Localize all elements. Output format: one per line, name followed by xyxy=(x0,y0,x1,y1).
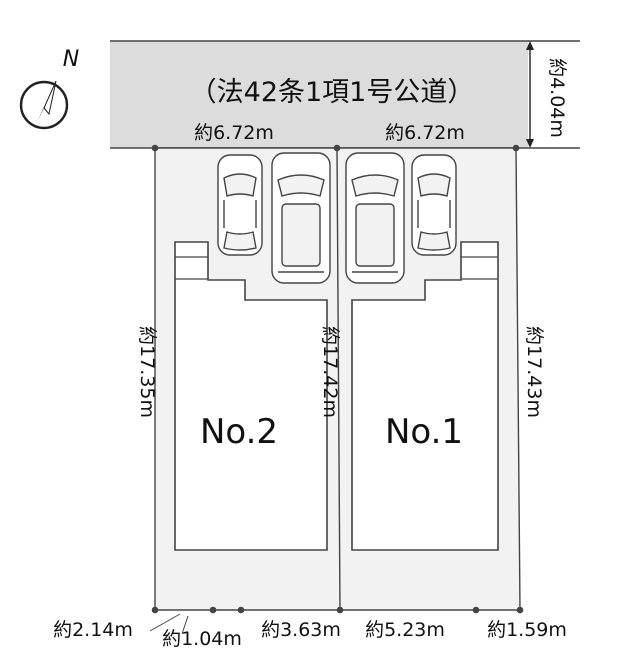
public-road xyxy=(110,41,528,148)
side-length-middle: 約17.42m xyxy=(319,326,341,418)
car-icon xyxy=(217,154,263,256)
rear-segment-label-4: 約5.23m xyxy=(365,619,445,641)
side-length-right: 約17.43m xyxy=(523,326,545,418)
rear-segment-label-5: 約1.59m xyxy=(487,619,567,641)
frontage-label-no2: 約6.72m xyxy=(194,122,274,144)
compass-north-letter: N xyxy=(63,47,79,72)
car-icon xyxy=(411,154,457,256)
boundary-marker xyxy=(333,144,341,152)
boundary-marker xyxy=(151,606,159,614)
boundary-marker xyxy=(151,144,159,152)
boundary-marker xyxy=(516,606,524,614)
road-width-arrow-top xyxy=(526,41,534,50)
rear-segment-label-2: 約1.04m xyxy=(162,628,242,650)
car-icon xyxy=(271,152,331,284)
compass-needle-half-icon xyxy=(43,80,57,116)
lot-label-no2: No.2 xyxy=(200,412,278,452)
north-compass: N xyxy=(19,47,79,130)
rear-segment-label-1: 約2.14m xyxy=(53,619,133,641)
boundary-marker xyxy=(336,606,344,614)
rear-segment-label-3: 約3.63m xyxy=(261,619,341,641)
compass-circle-icon xyxy=(19,80,69,130)
rear-leader-line xyxy=(181,615,189,635)
boundary-marker xyxy=(237,606,245,614)
lot-label-no1: No.1 xyxy=(385,412,463,452)
road-label: （法42条1項1号公道） xyxy=(190,77,475,108)
rear-leader-line xyxy=(149,613,181,632)
boundary-markers xyxy=(151,144,524,614)
building-no1 xyxy=(351,241,499,551)
road-width-label: 約4.04m xyxy=(546,58,568,138)
building-no2 xyxy=(174,241,328,551)
boundary-marker xyxy=(512,144,520,152)
parking-cars xyxy=(217,152,457,284)
boundary-marker xyxy=(209,606,217,614)
lot-divider-line xyxy=(336,147,341,611)
car-icon xyxy=(345,152,405,284)
frontage-label-no1: 約6.72m xyxy=(385,122,465,144)
road-width-arrow-bottom xyxy=(526,139,534,148)
side-length-left: 約17.35m xyxy=(136,326,158,418)
boundary-marker xyxy=(472,606,480,614)
